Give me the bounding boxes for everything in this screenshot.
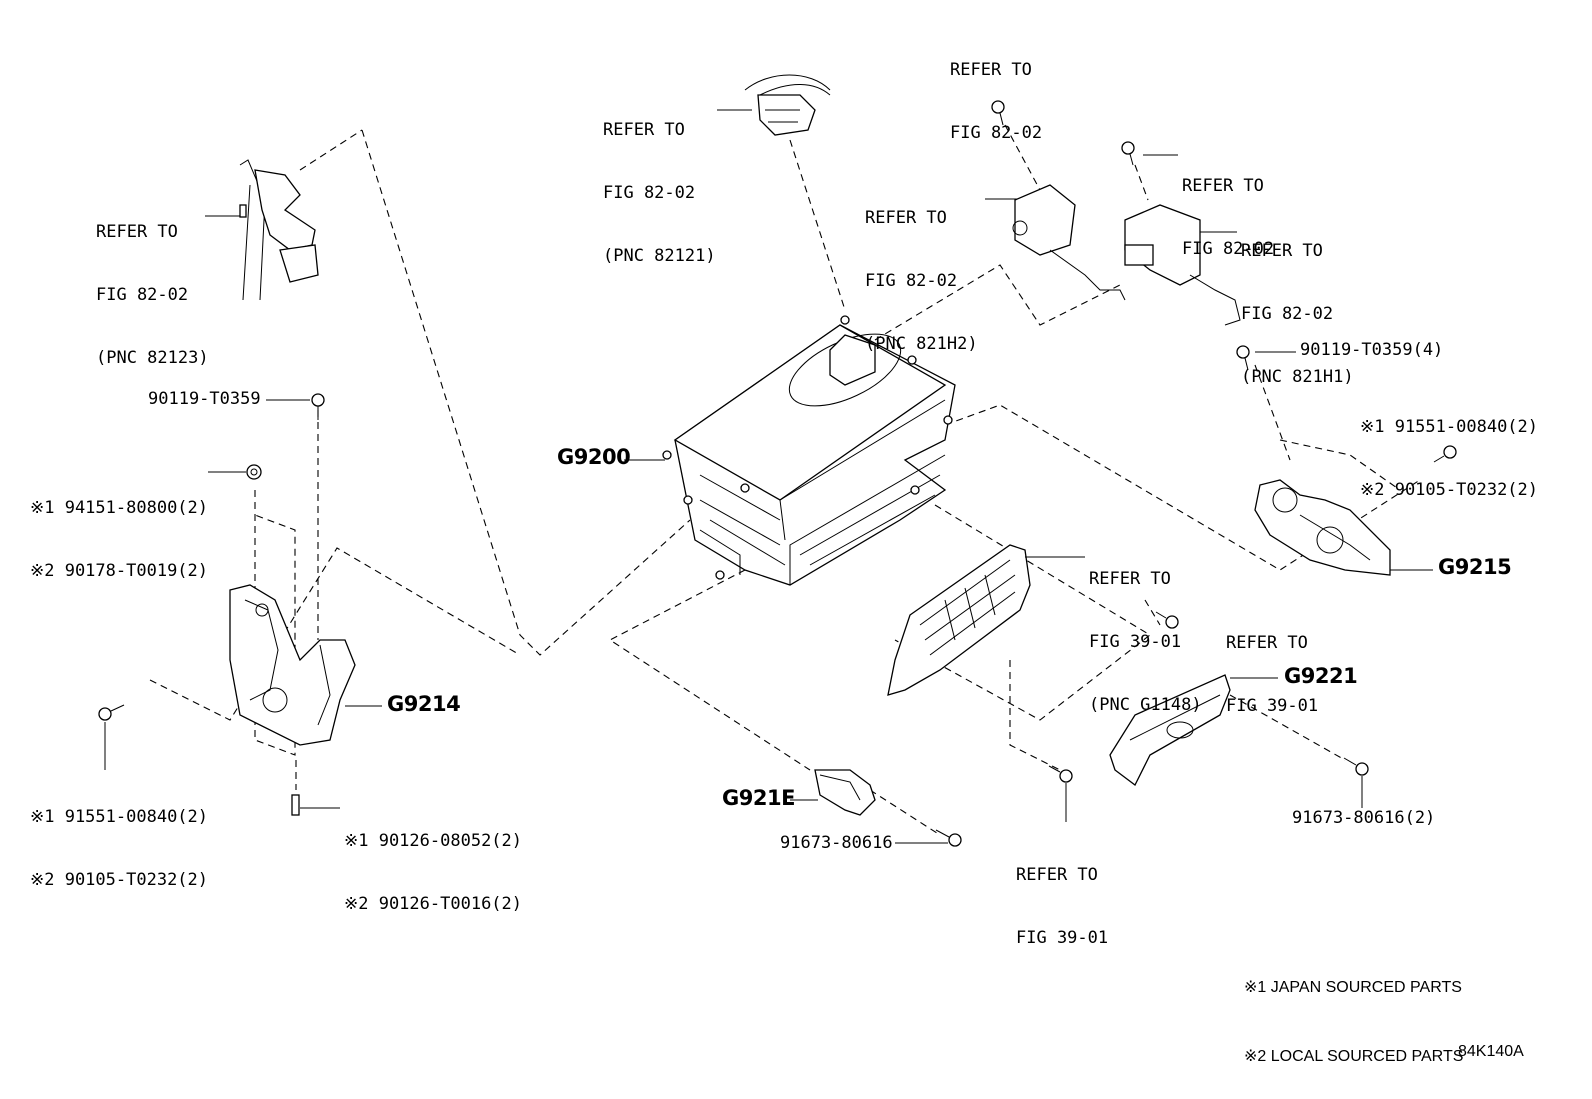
stud-icon xyxy=(291,794,300,816)
ref-line: (PNC 821H1) xyxy=(1241,367,1354,387)
ref-line: REFER TO xyxy=(603,120,685,140)
bolt-icon xyxy=(1236,345,1250,371)
part-number-nut-left: ※1 94151-80800(2) ※2 90178-T0019(2) xyxy=(30,456,208,603)
cover-plate-g1148 xyxy=(887,544,1031,696)
ref-label-g1148: REFER TO FIG 39-01 (PNC G1148) xyxy=(1089,527,1202,737)
part-code-g9215: G9215 xyxy=(1438,555,1512,579)
ref-line: FIG 82-02 xyxy=(1182,239,1275,259)
diagram-id: 84K140A xyxy=(1458,1043,1524,1060)
part-number-line: ※2 90105-T0232(2) xyxy=(1360,480,1539,500)
legend-japan: ※1 JAPAN SOURCED PARTS xyxy=(1244,979,1462,996)
ref-line: FIG 39-01 xyxy=(1226,696,1319,716)
nut-icon xyxy=(246,464,262,480)
block-g921e xyxy=(814,769,876,816)
part-number-bolt-left-bottom: ※1 91551-00840(2) ※2 90105-T0232(2) xyxy=(30,765,208,912)
ref-line: REFER TO xyxy=(1226,633,1308,653)
ref-label-821h2: REFER TO FIG 82-02 (PNC 821H2) xyxy=(865,166,978,376)
part-number-line: ※2 90178-T0019(2) xyxy=(30,561,209,581)
part-code-g9221: G9221 xyxy=(1284,664,1358,688)
ref-line: REFER TO xyxy=(96,222,178,242)
ref-line: FIG 82-02 xyxy=(950,123,1043,143)
inverter-bolt-heads xyxy=(662,315,953,580)
ref-line: (PNC 82123) xyxy=(96,348,209,368)
ref-label-cover-bolt-right: REFER TO FIG 39-01 xyxy=(1226,591,1318,738)
part-code-g921e: G921E xyxy=(722,786,795,810)
sourcing-legend: ※1 JAPAN SOURCED PARTS ※2 LOCAL SOURCED … xyxy=(1244,930,1463,1091)
ref-line: FIG 82-02 xyxy=(96,285,189,305)
legend-local: ※2 LOCAL SOURCED PARTS xyxy=(1244,1048,1464,1065)
part-number-bolt-left-top: 90119-T0359 xyxy=(148,389,261,409)
bolt-icon xyxy=(311,393,325,420)
ref-line: REFER TO xyxy=(1089,569,1171,589)
part-number-line: ※2 90105-T0232(2) xyxy=(30,870,209,890)
ref-line: REFER TO xyxy=(1182,176,1264,196)
bolt-icon xyxy=(991,100,1005,126)
ref-label-top-bolt: REFER TO FIG 82-02 xyxy=(950,18,1042,165)
sensor-821h1 xyxy=(1124,204,1241,326)
bolt-icon xyxy=(1433,445,1457,463)
ref-line: FIG 82-02 xyxy=(1241,304,1334,324)
bolt-icon xyxy=(1121,141,1135,166)
part-number-stud-left: ※1 90126-08052(2) ※2 90126-T0016(2) xyxy=(344,789,522,936)
part-number-bolt-right-mid: ※1 91551-00840(2) ※2 90105-T0232(2) xyxy=(1360,375,1538,522)
bolt-icon xyxy=(1155,611,1179,629)
part-number-line: ※2 90126-T0016(2) xyxy=(344,894,523,914)
fasteners xyxy=(98,100,1457,847)
ref-line: FIG 39-01 xyxy=(1089,632,1182,652)
ref-line: REFER TO xyxy=(950,60,1032,80)
ref-line: (PNC G1148) xyxy=(1089,695,1202,715)
part-number-bolt-right-top: 90119-T0359(4) xyxy=(1300,340,1444,360)
connector-82121 xyxy=(744,74,831,136)
ref-label-right-bolt: REFER TO FIG 82-02 xyxy=(1182,134,1274,281)
ref-line: FIG 39-01 xyxy=(1016,928,1109,948)
bolt-icon xyxy=(1343,757,1369,776)
ref-line: (PNC 821H2) xyxy=(865,334,978,354)
bolt-icon xyxy=(1048,765,1073,783)
leader-lines xyxy=(104,109,1433,844)
ref-label-82123: REFER TO FIG 82-02 (PNC 82123) xyxy=(96,180,209,390)
ref-label-821h1: REFER TO FIG 82-02 (PNC 821H1) xyxy=(1241,199,1354,409)
ref-line: FIG 82-02 xyxy=(603,183,696,203)
part-code-g9200: G9200 xyxy=(557,445,631,469)
ref-label-cover-bolt-bottom: REFER TO FIG 39-01 xyxy=(1016,823,1108,970)
part-number-bolt-g921e: 91673-80616 xyxy=(780,833,893,853)
ref-label-82121: REFER TO FIG 82-02 (PNC 82121) xyxy=(603,78,716,288)
ref-line: (PNC 82121) xyxy=(603,246,716,266)
part-code-g9214: G9214 xyxy=(387,692,461,716)
inverter-assembly-g9200 xyxy=(662,315,956,586)
ref-line: REFER TO xyxy=(1241,241,1323,261)
bracket-g9215 xyxy=(1254,479,1391,576)
bolt-icon xyxy=(935,829,962,847)
ref-line: FIG 82-02 xyxy=(865,271,958,291)
cover-g9221 xyxy=(1109,674,1231,786)
bolt-icon xyxy=(98,704,125,721)
part-number-line: ※1 94151-80800(2) xyxy=(30,498,209,518)
sensor-821h2 xyxy=(1012,184,1126,301)
ref-line: REFER TO xyxy=(865,208,947,228)
part-number-line: ※1 91551-00840(2) xyxy=(30,807,209,827)
harness-bracket-82123 xyxy=(239,159,319,301)
part-number-line: ※1 90126-08052(2) xyxy=(344,831,523,851)
bracket-g9214 xyxy=(229,584,356,746)
part-number-line: ※1 91551-00840(2) xyxy=(1360,417,1539,437)
assembly-lines xyxy=(149,124,1421,836)
part-number-bolt-g9221: 91673-80616(2) xyxy=(1292,808,1436,828)
ref-line: REFER TO xyxy=(1016,865,1098,885)
